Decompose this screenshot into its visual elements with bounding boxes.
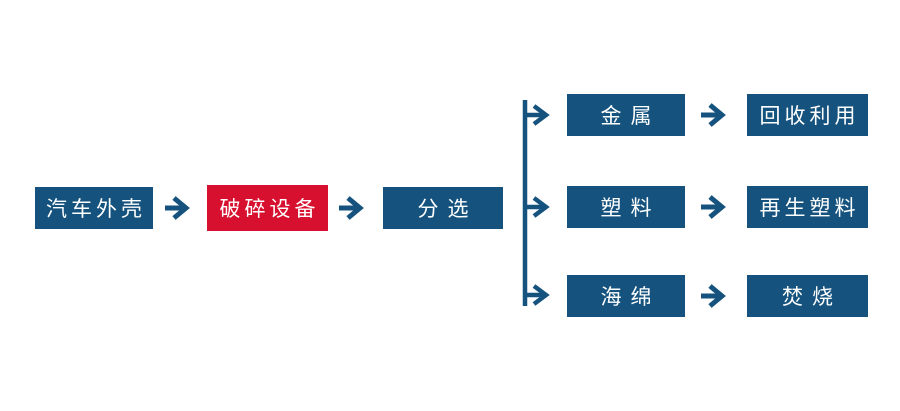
- arrow-right-icon: [339, 196, 364, 220]
- node-car-shell: 汽车外壳: [35, 187, 153, 229]
- arrow-right-icon: [165, 196, 190, 220]
- arrow-right-icon: [701, 103, 726, 127]
- node-sponge: 海绵: [567, 275, 685, 317]
- node-recycling: 回收利用: [747, 94, 868, 136]
- node-incineration: 焚烧: [747, 275, 868, 317]
- node-plastic: 塑料: [567, 186, 685, 228]
- node-metal: 金属: [567, 94, 685, 136]
- node-crushing-equipment: 破碎设备: [207, 185, 328, 231]
- arrow-right-icon: [701, 195, 726, 219]
- node-recycled-plastic: 再生塑料: [747, 186, 868, 228]
- node-sorting: 分选: [383, 187, 503, 229]
- arrow-right-icon: [701, 284, 726, 308]
- branch-connector-icon: [522, 100, 550, 306]
